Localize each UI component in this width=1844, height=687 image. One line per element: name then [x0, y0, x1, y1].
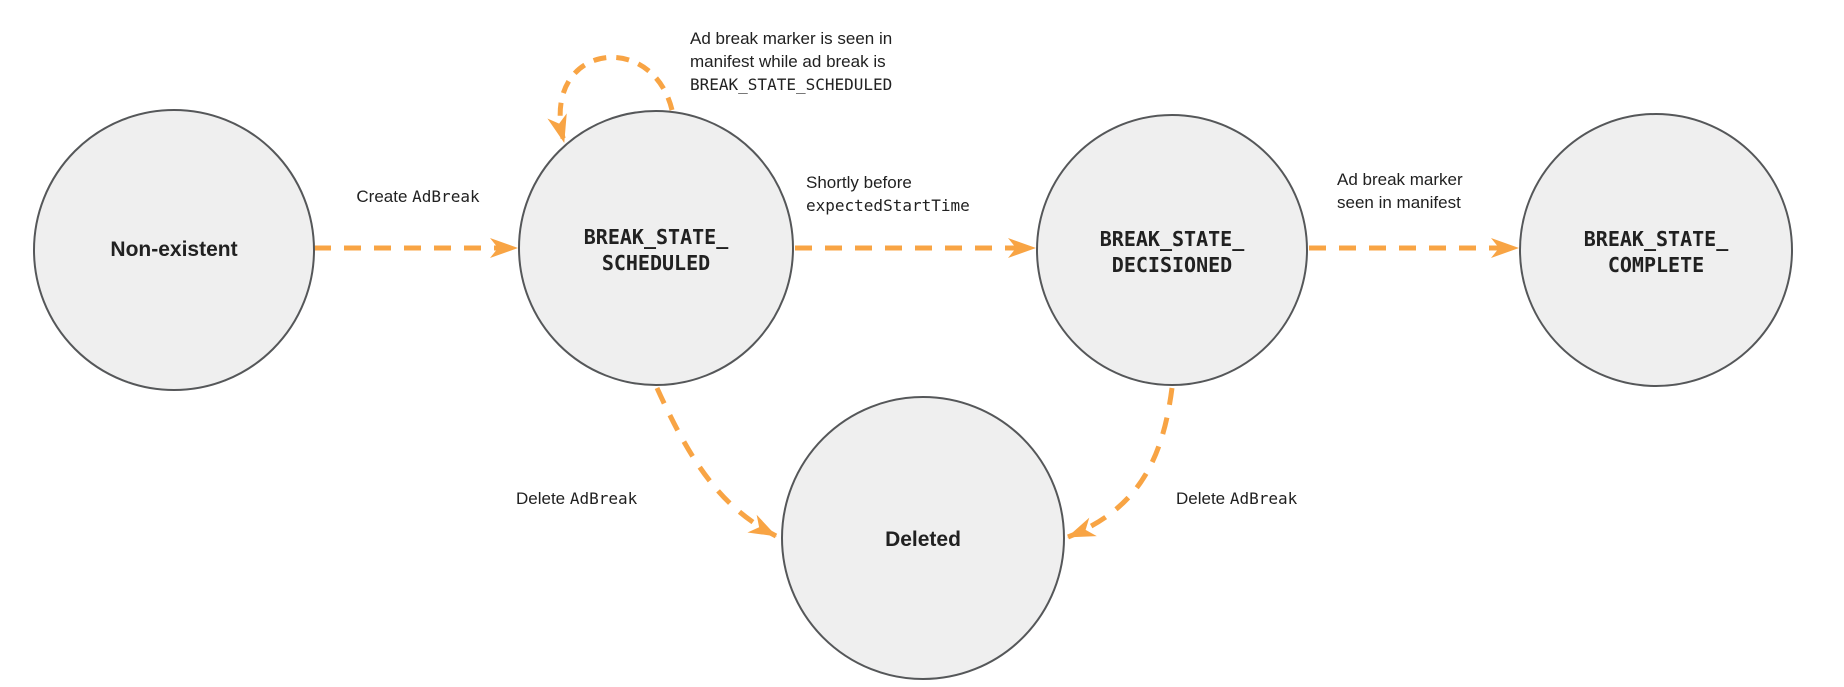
edge-label-delete-adbreak-right: Delete AdBreak — [1176, 487, 1297, 510]
transition-delete-scheduled-arrow — [654, 386, 778, 539]
edge-label-line2: manifest while ad break is — [690, 52, 886, 71]
state-label-deleted: Deleted — [885, 528, 961, 551]
edge-label-text: Create — [356, 187, 413, 206]
transition-arrows — [314, 54, 1519, 540]
state-circle-break-state-decisioned — [1036, 114, 1308, 386]
edge-label-line1: Ad break marker is seen in — [690, 29, 893, 48]
state-label-non-existent: Non-existent — [110, 238, 238, 261]
edge-label-code: AdBreak — [1229, 489, 1298, 508]
state-circle-deleted — [781, 396, 1065, 680]
state-label-break-state-decisioned: BREAK_STATE_ DECISIONED — [1099, 227, 1245, 277]
state-circle-break-state-scheduled — [518, 110, 794, 386]
edge-label-create-adbreak: Create AdBreak — [356, 185, 479, 208]
edge-label-line1: Ad break marker — [1337, 170, 1463, 189]
state-label-break-state-scheduled: BREAK_STATE_ SCHEDULED — [583, 225, 729, 275]
transition-delete-decisioned-arrow — [1067, 387, 1175, 540]
edge-label-code: AdBreak — [412, 187, 480, 206]
edge-label-shortly-before: Shortly before expectedStartTime — [806, 171, 970, 217]
edge-label-delete-adbreak-left: Delete AdBreak — [516, 487, 637, 510]
edge-label-code: BREAK_STATE_SCHEDULED — [690, 75, 893, 94]
transition-self-loop-arrow — [547, 54, 675, 143]
edge-label-code: expectedStartTime — [806, 196, 970, 215]
edge-label-text: Delete — [516, 489, 570, 508]
edge-label-text: Delete — [1176, 489, 1230, 508]
edge-label-marker-seen: Ad break marker seen in manifest — [1337, 168, 1463, 214]
state-circles — [33, 109, 1793, 680]
edge-label-text: Shortly before — [806, 173, 912, 192]
state-label-break-state-complete: BREAK_STATE_ COMPLETE — [1583, 227, 1729, 277]
edge-label-self-loop: Ad break marker is seen in manifest whil… — [690, 27, 892, 96]
edge-label-line2: seen in manifest — [1337, 193, 1461, 212]
edge-label-code: AdBreak — [569, 489, 638, 508]
state-circle-break-state-complete — [1519, 113, 1793, 387]
state-circle-non-existent — [33, 109, 315, 391]
